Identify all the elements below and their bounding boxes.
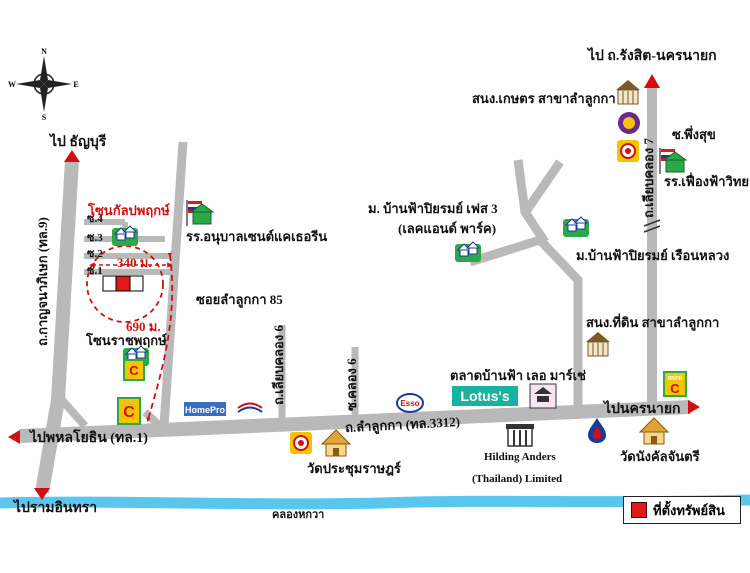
property-lot — [102, 275, 144, 292]
arrow-rangsit-icon — [644, 74, 660, 88]
label-wat-prachum: วัดประชุมราษฎร์ — [307, 461, 401, 476]
label-to-nakhonnayok: ไปนครนายก — [604, 402, 681, 417]
esso-logo: Esso — [396, 393, 424, 413]
arrow-nakhonnayok-icon — [688, 400, 700, 414]
svg-text:C: C — [129, 363, 139, 378]
compass-e: E — [73, 80, 78, 89]
gas-station-icon — [588, 418, 606, 443]
label-kanchanaphisek-rd: ถ.กาญจนาภิเษก (ทล.9) — [35, 217, 50, 346]
label-anuban-school: รร.อนุบาลเซนต์แคเธอรีน — [186, 229, 328, 244]
legend-property-label: ที่ตั้งทรัพย์สิน — [653, 502, 725, 518]
label-baanfah-market: ตลาดบ้านฟ้า เลอ มาร์เช่ — [450, 368, 586, 383]
label-fueang-fah-school: รร.เฟื่องฟ้าวิทยา — [664, 174, 750, 189]
compass-n: N — [41, 48, 47, 56]
bank-icon — [290, 432, 312, 454]
label-to-thanyaburi: ไป ธัญบุรี — [50, 135, 107, 150]
housing-estate-icon — [563, 216, 589, 237]
road-kanchanaphisek — [35, 159, 79, 494]
label-to-ramintra: ไปรามอินทรา — [14, 501, 98, 516]
svg-text:Lotus's: Lotus's — [460, 388, 509, 404]
label-soi-lamlukka-85: ซอยลำลูกกา 85 — [196, 292, 283, 307]
temple-icon — [320, 429, 352, 457]
housing-estate-icon — [455, 241, 481, 262]
label-to-phaholyothin: ไปพหลโยธิน (ทล.1) — [30, 431, 148, 446]
label-hilding-1: Hilding Anders — [484, 451, 556, 463]
label-lake-and-park: (เลคแอนด์ พาร์ค) — [398, 221, 497, 236]
property-location-marker — [115, 275, 131, 292]
label-to-rangsit: ไป ถ.รังสิต-นครนายก — [588, 49, 717, 64]
legend-property-swatch — [631, 502, 647, 518]
label-baanfah-ruenluang: ม.บ้านฟ้าปิยรมย์ เรือนหลวง — [576, 248, 730, 263]
road-break-icon — [643, 219, 661, 233]
compass-rose-icon: N S W E — [8, 48, 79, 120]
label-liab-khlong6: ถ.เลียบคลอง 6 — [271, 325, 286, 405]
label-kaset-office: สนง.เกษตร สาขาลำลูกกา — [472, 91, 616, 106]
market-icon — [529, 383, 557, 409]
label-soi1: ซ.1 — [87, 265, 103, 277]
housing-estate-icon — [112, 225, 138, 246]
svg-text:HomePro: HomePro — [185, 405, 226, 415]
dist-690-arrow — [146, 252, 173, 423]
homepro-logo: HomePro — [184, 402, 226, 416]
bank-icon — [617, 140, 639, 162]
road-soi-85 — [159, 141, 188, 427]
temple-icon — [638, 417, 670, 445]
label-khlong-hok-wa: คลองหกวา — [272, 509, 325, 521]
post-office-icon — [237, 402, 263, 413]
road-estate-branch — [59, 397, 88, 429]
label-soi3: ซ.3 — [87, 232, 103, 244]
label-soi-khlong6: ซ.คลอง 6 — [344, 358, 359, 411]
road-baanfah-2 — [513, 159, 549, 245]
convenience-store-icon: C — [117, 397, 141, 425]
label-baanfah-phase3: ม. บ้านฟ้าปิยรมย์ เฟส 3 — [368, 201, 498, 216]
label-zone-kanlapaphruek: โซนกัลปพฤกษ์ — [88, 203, 170, 218]
road-baanfah-1 — [468, 234, 583, 410]
arrow-ramintra-icon — [34, 488, 50, 500]
label-soi4: ซ.4 — [87, 213, 103, 225]
government-office-icon — [616, 80, 640, 105]
label-hilding-2: (Thailand) Limited — [472, 473, 563, 485]
convenience-store-icon: C — [123, 359, 145, 381]
label-soi-phueng-suk: ซ.พึ่งสุข — [672, 127, 716, 142]
svg-text:Esso: Esso — [400, 399, 419, 408]
label-zone-ratchaphruek: โซนราชพฤกษ์ — [86, 333, 167, 348]
compass-w: W — [8, 80, 16, 89]
bank-emblem-icon — [618, 112, 640, 134]
factory-icon — [506, 424, 534, 447]
label-dist-690: 690 ม. — [126, 319, 161, 334]
compass-s: S — [42, 113, 47, 120]
school-flag-icon — [186, 200, 215, 226]
label-soi2: ซ.2 — [87, 248, 103, 260]
convenience-store-icon: mini C — [663, 371, 687, 397]
label-land-office: สนง.ที่ดิน สาขาลำลูกกา — [586, 315, 720, 330]
mini-c-label: mini — [668, 375, 682, 382]
canal-khlong-hok-wa — [0, 494, 750, 510]
legend-box: ที่ตั้งทรัพย์สิน — [623, 496, 741, 524]
svg-text:C: C — [123, 404, 135, 421]
svg-text:C: C — [670, 381, 680, 396]
government-office-icon — [586, 332, 610, 357]
arrow-thanyaburi-icon — [64, 150, 80, 162]
lotus-logo: Lotus's — [452, 386, 518, 406]
road-baanfah-3 — [523, 159, 564, 213]
arrow-phaholyothin-icon — [8, 430, 20, 444]
school-flag-icon — [659, 148, 688, 174]
label-liab-khlong7: ถ.เลียบคลอง 7 — [641, 138, 656, 218]
label-dist-340: 340 ม. — [117, 255, 152, 270]
label-wat-nangkan: วัดนังคัลจันตรี — [620, 449, 700, 464]
